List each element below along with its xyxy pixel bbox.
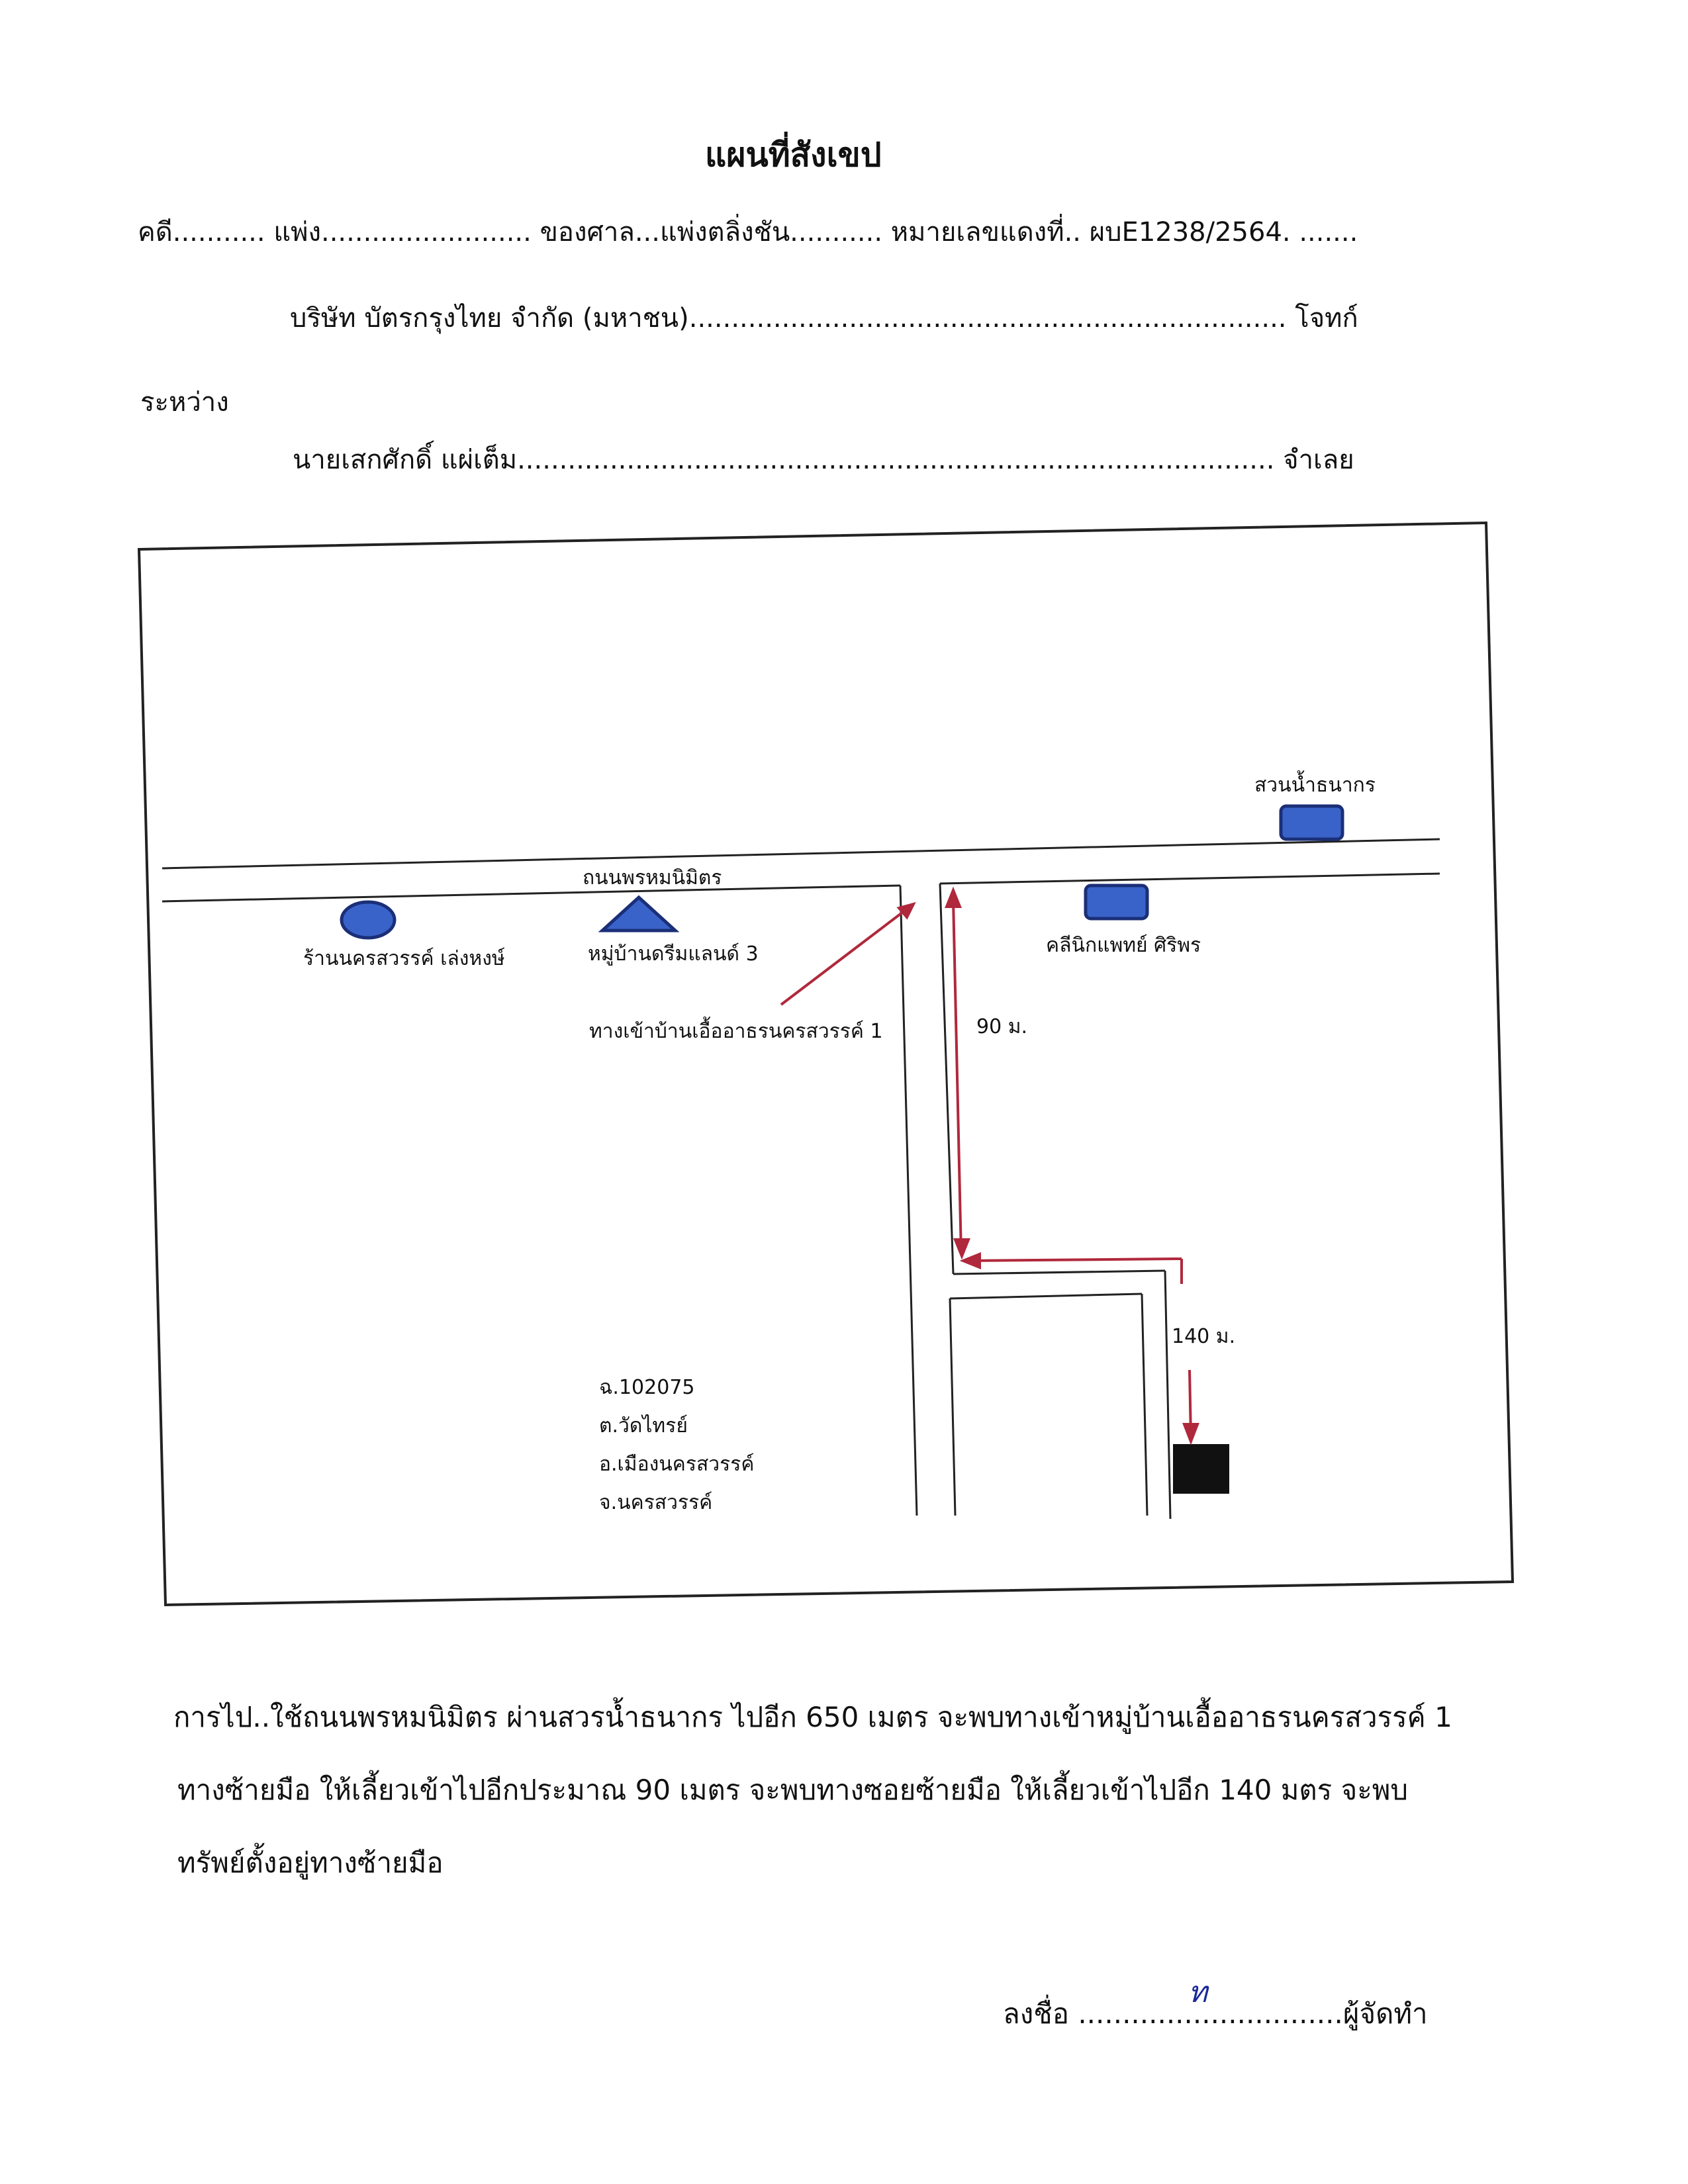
- signature-mark: ท: [1188, 1976, 1208, 2009]
- clinic-marker: [1084, 884, 1149, 921]
- property-marker: [1173, 1444, 1229, 1494]
- clinic-label: คลีนิกแพทย์ ศิริพร: [1046, 934, 1201, 957]
- route: [780, 886, 1199, 1445]
- address-line-1: ฉ.102075: [599, 1376, 695, 1399]
- soi-right-edge-upper: [939, 883, 955, 1275]
- entrance-pointer: [780, 907, 910, 1006]
- signature-line: ลงชื่อ ..............................ผู้…: [1003, 1997, 1428, 2030]
- between-label: ระหว่าง: [140, 387, 229, 418]
- directions-line-2: ทางซ้ายมือ ให้เลี้ยวเข้าไปอีกประมาณ 90 เ…: [177, 1774, 1409, 1806]
- address-line-3: อ.เมืองนครสวรรค์: [599, 1453, 755, 1476]
- directions-line-3: ทรัพย์ตั้งอยู่ทางซ้ายมือ: [177, 1846, 444, 1879]
- defendant-line: นายเสกศักดิ์ แผ่เต็ม....................…: [293, 445, 1354, 475]
- shop-marker: [340, 900, 397, 940]
- case-line: คดี........... แพ่ง.....................…: [138, 217, 1358, 248]
- main-road-bottom-edge-right: [939, 872, 1440, 885]
- route-branch-head: [959, 1252, 981, 1269]
- main-road-top-edge: [162, 838, 1440, 870]
- map-frame: [137, 521, 1515, 1607]
- park-marker: [1279, 804, 1344, 841]
- branch-near-edge: [1141, 1293, 1149, 1516]
- entrance-label: ทางเข้าบ้านเอื้ออาธรนครสวรรค์ 1: [589, 1020, 883, 1043]
- branch-bottom-edge: [949, 1293, 1143, 1300]
- page-title: แผนที่สังเขป: [705, 136, 882, 174]
- route-140m-head: [1182, 1423, 1199, 1445]
- soi-left-edge: [899, 885, 918, 1516]
- soi-right-edge-lower: [949, 1298, 957, 1516]
- route-90m-head-top: [945, 886, 962, 908]
- distance-90-label: 90 ม.: [976, 1015, 1028, 1038]
- route-90m: [952, 899, 962, 1255]
- distance-140-label: 140 ม.: [1172, 1325, 1236, 1348]
- route-90m-head-bottom: [953, 1238, 970, 1260]
- village-label: หมู่บ้านดรีมแลนด์ 3: [588, 942, 759, 966]
- address-line-2: ต.วัดไทรย์: [599, 1414, 688, 1437]
- address-line-4: จ.นครสวรรค์: [599, 1491, 713, 1514]
- route-branch: [966, 1257, 1182, 1262]
- entrance-pointer-head: [896, 901, 916, 920]
- shop-label: ร้านนครสวรรค์ เล่งหงษ์: [303, 947, 505, 970]
- park-label: สวนน้ำธนากร: [1254, 774, 1376, 797]
- branch-far-edge: [1164, 1270, 1172, 1520]
- directions-line-1: การไป..ใช้ถนนพรหมนิมิตร ผ่านสวรน้ำธนากร …: [173, 1701, 1452, 1733]
- road-name-label: ถนนพรหมนิมิตร: [583, 866, 722, 889]
- plaintiff-line: บริษัท บัตรกรุงไทย จำกัด (มหาชน)........…: [290, 303, 1358, 334]
- village-marker: [598, 895, 680, 933]
- branch-top-edge: [953, 1269, 1166, 1275]
- main-road-bottom-edge-left: [162, 884, 901, 903]
